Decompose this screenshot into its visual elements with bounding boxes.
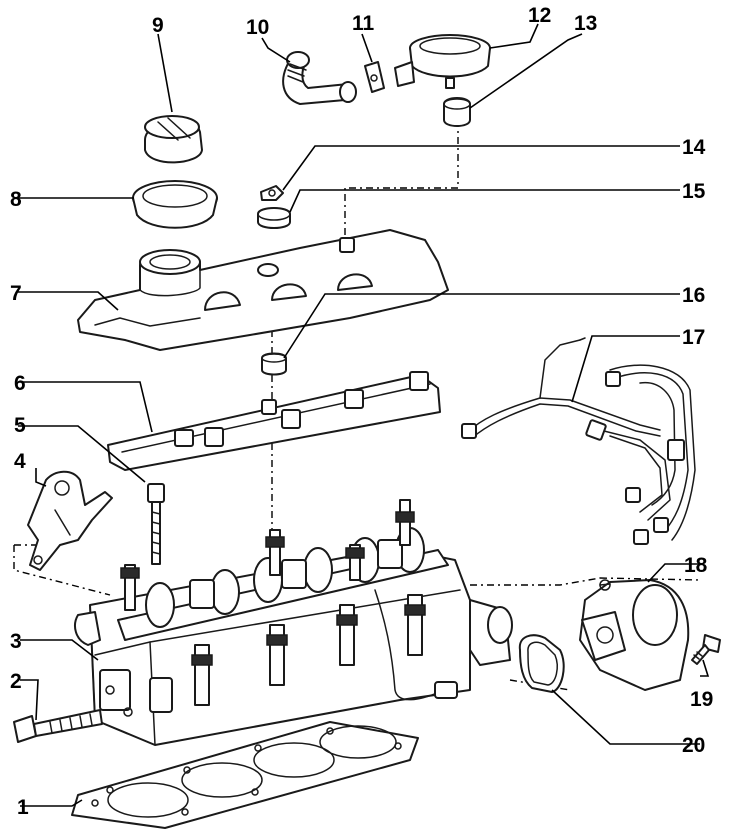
part-filler-cap — [144, 115, 203, 164]
part-seal-16 — [261, 352, 287, 376]
part-breather-hose — [282, 51, 357, 105]
part-clamp-rail — [107, 371, 441, 471]
callout-12: 12 — [528, 4, 551, 27]
part-grommet-13 — [443, 97, 471, 127]
part-bolt-2 — [13, 709, 103, 743]
part-bracket — [27, 470, 113, 571]
callout-20: 20 — [682, 734, 705, 757]
callout-18: 18 — [684, 554, 708, 577]
callout-19: 19 — [690, 688, 713, 711]
leader-lines — [18, 23, 710, 807]
callout-7: 7 — [10, 282, 22, 305]
callout-15: 15 — [682, 180, 706, 203]
part-seal-15 — [257, 207, 291, 229]
part-vacuum-pump — [579, 579, 690, 691]
part-hose-clip — [364, 61, 385, 93]
callout-6: 6 — [14, 372, 26, 395]
callout-11: 11 — [352, 12, 375, 35]
callout-3: 3 — [10, 630, 22, 653]
part-injection-lines — [461, 337, 696, 545]
part-cylinder-head — [74, 499, 513, 746]
callout-13: 13 — [574, 12, 597, 35]
callout-2: 2 — [10, 670, 22, 693]
part-cylinder-head-gasket — [71, 721, 419, 829]
part-bolt-5 — [147, 483, 165, 565]
callout-14: 14 — [682, 136, 706, 159]
callout-17: 17 — [682, 326, 705, 349]
callout-8: 8 — [10, 188, 22, 211]
part-filler-seal — [132, 180, 218, 229]
part-valve-cover — [77, 229, 449, 351]
callout-5: 5 — [14, 414, 26, 437]
callout-16: 16 — [682, 284, 705, 307]
assembly-center-lines — [13, 120, 701, 691]
callout-1: 1 — [17, 796, 29, 819]
part-pump-gasket — [518, 634, 565, 693]
callout-4: 4 — [14, 450, 26, 473]
injectors — [191, 594, 426, 706]
callout-10: 10 — [246, 16, 269, 39]
callout-numbers: 1 2 3 4 5 6 7 8 9 10 11 12 13 14 15 16 1… — [10, 4, 713, 819]
part-bolt-19 — [691, 634, 721, 665]
callout-9: 9 — [152, 14, 164, 37]
part-pressure-valve — [394, 34, 491, 89]
part-nut-14 — [260, 185, 284, 201]
